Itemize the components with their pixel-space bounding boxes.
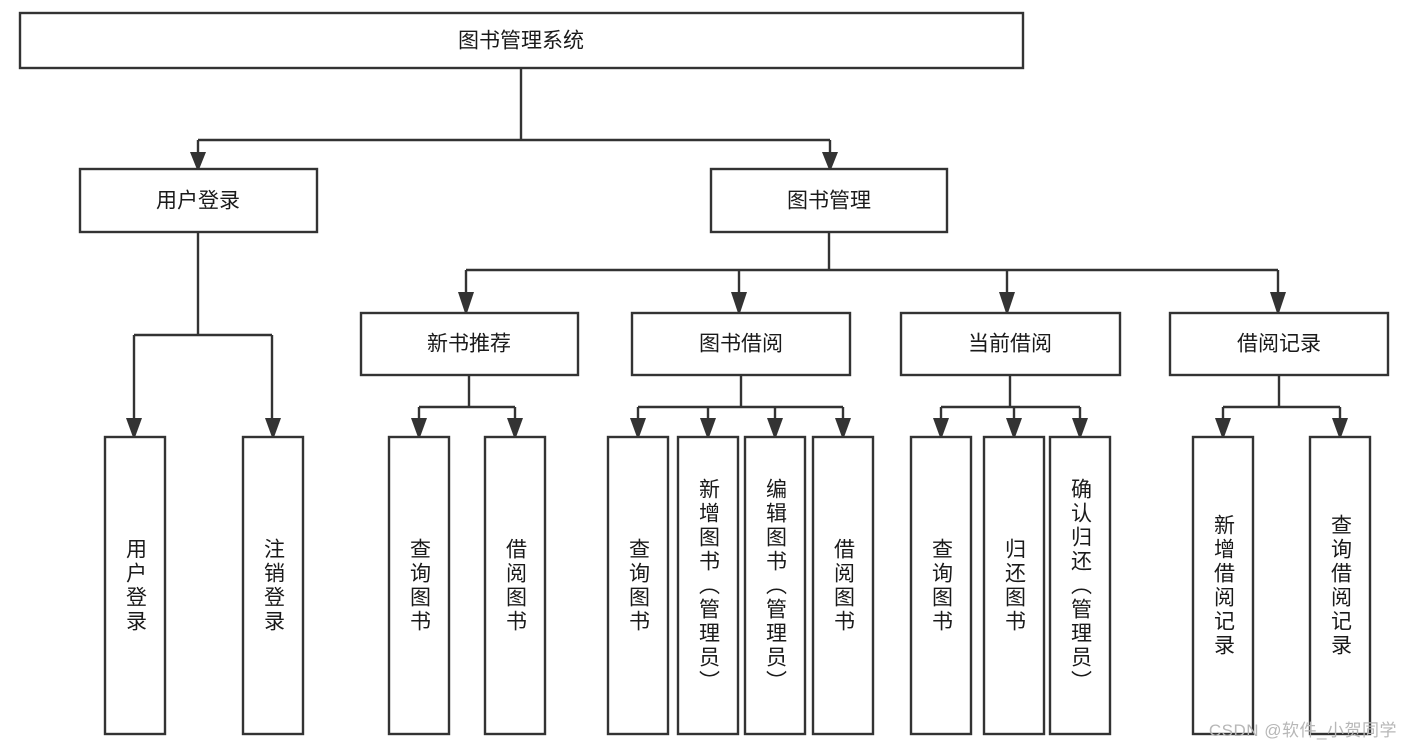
arrow-to-user-login [190,152,206,172]
arrow-to-borrow-records [1270,292,1286,316]
connector-new-book-recommend-bus [417,375,517,422]
arrow-to-leaf-user-logout [265,418,281,440]
leaf-edit-book-admin-box[interactable] [743,435,807,736]
node-new-book-recommend-box[interactable] [359,311,580,377]
node-current-borrow-label: 当前借阅 [968,333,1052,356]
arrow-to-leaf-user-login [126,418,142,440]
node-borrow-records-label: 借阅记录 [1237,333,1321,356]
leaf-borrow-book-1-box[interactable] [483,435,547,736]
arrow-to-book-management [822,152,838,172]
arrow-to-leaf-add-book-admin [700,418,716,440]
connector-borrow-records-bus [1221,375,1342,422]
node-borrow-records[interactable]: 借阅记录 [1168,311,1390,377]
arrow-to-leaf-confirm-return [1072,418,1088,440]
leaf-return-book-box[interactable] [982,435,1046,736]
node-user-login[interactable]: 用户登录 [78,167,319,234]
leaf-borrow-book-2-box[interactable] [811,435,875,736]
connector-book-borrow-bus [636,375,845,422]
arrow-to-leaf-query-book-3 [933,418,949,440]
leaf-query-book-3-box[interactable] [909,435,973,736]
leaf-box-group [103,435,1372,736]
connector-group [126,68,1348,440]
node-root[interactable]: 图书管理系统 [18,11,1025,70]
node-book-management[interactable]: 图书管理 [709,167,949,234]
arrow-to-book-borrow [731,292,747,316]
arrow-to-leaf-query-record [1332,418,1348,440]
arrow-to-leaf-edit-book-admin [767,418,783,440]
node-book-management-box[interactable] [709,167,949,234]
arrow-to-new-book-recommend [458,292,474,316]
node-book-borrow-box[interactable] [630,311,852,377]
arrow-to-current-borrow [999,292,1015,316]
node-current-borrow-box[interactable] [899,311,1122,377]
node-borrow-records-box[interactable] [1168,311,1390,377]
connector-current-borrow-bus [939,375,1082,422]
node-new-book-recommend[interactable]: 新书推荐 [359,311,580,377]
node-root-label: 图书管理系统 [458,30,584,53]
node-book-borrow[interactable]: 图书借阅 [630,311,852,377]
connector-book-management-bus [464,232,1280,296]
leaf-query-book-1-box[interactable] [387,435,451,736]
arrow-to-leaf-query-book-2 [630,418,646,440]
leaf-user-login-box[interactable] [103,435,167,736]
leaf-query-book-2-box[interactable] [606,435,670,736]
node-book-borrow-label: 图书借阅 [699,333,783,356]
connector-user-login-bus [132,232,274,422]
leaf-add-record-box[interactable] [1191,435,1255,736]
node-new-book-recommend-label: 新书推荐 [427,333,511,356]
leaf-confirm-return-box[interactable] [1048,435,1112,736]
arrow-to-leaf-add-record [1215,418,1231,440]
arrow-to-leaf-return-book [1006,418,1022,440]
node-book-management-label: 图书管理 [787,190,871,213]
leaf-query-record-box[interactable] [1308,435,1372,736]
arrow-to-leaf-borrow-book-2 [835,418,851,440]
watermark: CSDN @软件_小贺同学 [1208,721,1397,740]
node-user-login-label: 用户登录 [156,190,240,213]
leaf-user-logout-box[interactable] [241,435,305,736]
node-user-login-box[interactable] [78,167,319,234]
connector-root-to-level2 [196,68,832,156]
arrow-to-leaf-borrow-book-1 [507,418,523,440]
leaf-add-book-admin-box[interactable] [676,435,740,736]
node-current-borrow[interactable]: 当前借阅 [899,311,1122,377]
node-root-box[interactable] [18,11,1025,70]
arrow-to-leaf-query-book-1 [411,418,427,440]
